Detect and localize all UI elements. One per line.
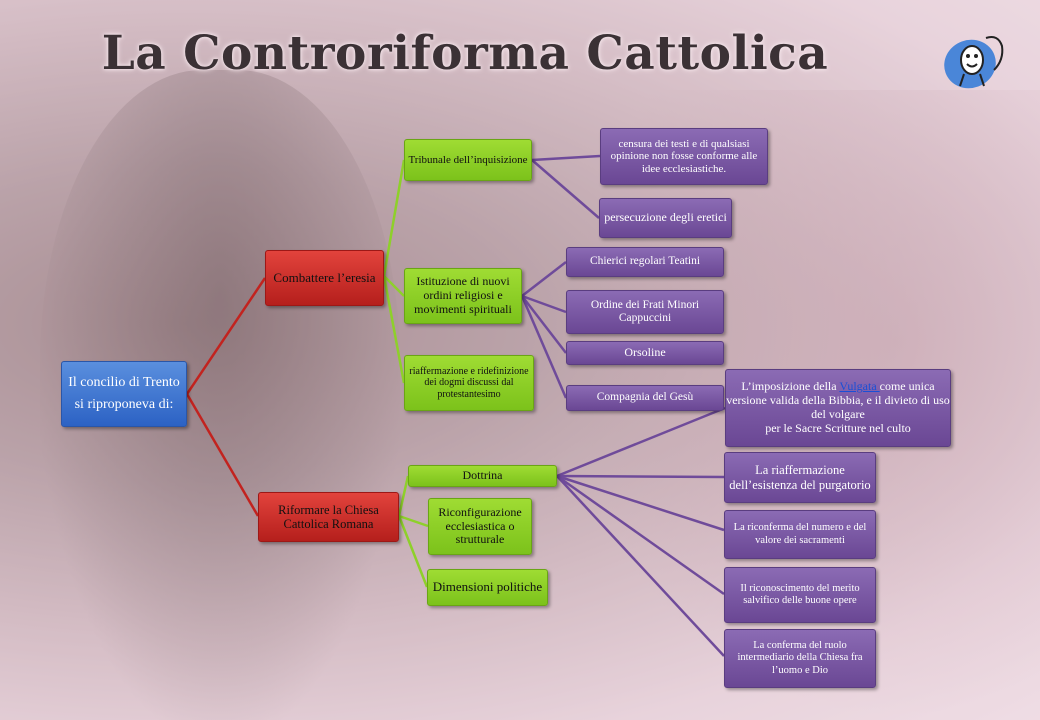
root-line2: si riproponeva di: [74,397,174,412]
riformare-chiesa-label: Riformare la Chiesa Cattolica Romana [278,502,379,531]
merito-opere-label: Il riconoscimento del merito salvifico d… [740,582,860,606]
chierici-teatini-label: Chierici regolari Teatini [589,255,701,268]
persecuzione-eretici-label: persecuzione degli eretici [604,210,727,225]
riformare-chiesa-node[interactable]: Riformare la Chiesa Cattolica Romana [258,492,399,542]
persecuzione-eretici-node[interactable]: persecuzione degli eretici [599,198,732,238]
purgatorio-node[interactable]: La riaffermazione dell’esistenza del pur… [724,452,876,503]
riaffermazione-dogmi-node[interactable]: riaffermazione e ridefinizione dei dogmi… [404,355,534,411]
ruolo-chiesa-label: La conferma del ruolo intermediario dell… [737,640,863,676]
root-node[interactable]: Il concilio di Trento si riproponeva di: [61,361,187,427]
orsoline-label: Orsoline [624,345,666,360]
tribunale-inquisizione-node[interactable]: Tribunale dell’inquisizione [404,139,532,181]
istituzione-ordini-node[interactable]: Istituzione di nuovi ordini religiosi e … [404,268,522,324]
compagnia-gesu-label: Compagnia del Gesù [596,391,694,404]
imposizione-vulgata-text: L’imposizione della Vulgata come unica v… [726,380,950,421]
sacramenti-node[interactable]: La riconferma del numero e del valore de… [724,510,876,559]
imposizione-before: L’imposizione della [741,379,840,394]
tribunale-inquisizione-label: Tribunale dell’inquisizione [408,153,528,166]
frati-cappuccini-node[interactable]: Ordine dei Frati Minori Cappuccini [566,290,724,334]
censura-testi-label: censura dei testi e di qualsiasi opinion… [610,137,758,175]
ruolo-chiesa-node[interactable]: La conferma del ruolo intermediario dell… [724,629,876,688]
dottrina-label: Dottrina [462,468,503,483]
dimensioni-politiche-label: Dimensioni politiche [432,579,543,595]
merito-opere-node[interactable]: Il riconoscimento del merito salvifico d… [724,567,876,623]
chierici-teatini-node[interactable]: Chierici regolari Teatini [566,247,724,277]
dimensioni-politiche-node[interactable]: Dimensioni politiche [427,569,548,606]
imposizione-after: come unica versione valida della Bibbia,… [726,379,950,421]
riconfigurazione-label: Riconfigurazione ecclesiastica o struttu… [438,504,522,547]
frati-cappuccini-label: Ordine dei Frati Minori Cappuccini [590,298,700,324]
riaffermazione-dogmi-label: riaffermazione e ridefinizione dei dogmi… [409,365,529,400]
orsoline-node[interactable]: Orsoline [566,341,724,365]
censura-testi-node[interactable]: censura dei testi e di qualsiasi opinion… [600,128,768,185]
istituzione-ordini-label: Istituzione di nuovi ordini religiosi e … [414,274,512,316]
dottrina-node[interactable]: Dottrina [408,465,557,487]
root-line1: Il concilio di Trento [68,374,180,390]
combattere-eresia-label: Combattere l’eresia [273,269,376,285]
vulgata-link[interactable]: Vulgata [839,379,880,394]
compagnia-gesu-node[interactable]: Compagnia del Gesù [566,385,724,411]
sacramenti-label: La riconferma del numero e del valore de… [733,522,867,546]
slide-title: La Controriforma Cattolica [101,26,829,81]
combattere-eresia-node[interactable]: Combattere l’eresia [265,250,384,306]
cartoon-mouse-icon [944,36,1004,89]
imposizione-line2: per le Sacre Scritture nel culto [765,420,911,435]
riconfigurazione-node[interactable]: Riconfigurazione ecclesiastica o struttu… [428,498,532,555]
purgatorio-label: La riaffermazione dell’esistenza del pur… [729,463,871,492]
imposizione-vulgata-node[interactable]: L’imposizione della Vulgata come unica v… [725,369,951,447]
